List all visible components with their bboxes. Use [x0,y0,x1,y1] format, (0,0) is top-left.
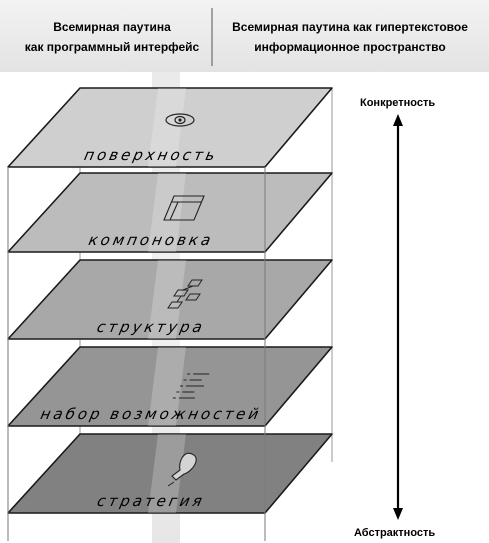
flowchart-icon [167,279,203,309]
header-band [0,0,489,72]
beam-highlight [148,434,186,513]
feature-list-icon [172,373,210,399]
layer-3: структура [7,259,333,340]
eye-icon [165,113,195,127]
header-left-line1: Всемирная паутина [53,20,171,34]
header-left-line2: как программный интерфейс [25,40,200,54]
layer-4: набор возможностей [7,346,333,427]
beam-highlight [148,260,186,339]
wireframe-icon [163,195,205,221]
layer-label: компоновка [87,231,215,249]
arrow-up-icon [393,114,403,126]
layers-group: стратегия набор возможностей структура ко… [7,87,333,514]
axis-arrow [393,114,403,520]
layer-label: набор возможностей [39,405,263,423]
layer-1: поверхность [7,87,333,168]
beam-highlight [148,347,186,426]
axis-bottom-label: Абстрактность [354,527,435,539]
beam-highlight [148,88,186,167]
header-right-line2: информационное пространство [254,40,445,54]
layer-label: стратегия [96,492,207,510]
lightbulb-icon [167,452,197,487]
header-right-line1: Всемирная паутина как гипертекстовое [232,20,468,34]
layer-2: компоновка [7,172,333,253]
arrow-down-icon [393,508,403,520]
layer-5: стратегия [7,433,333,514]
axis-top-label: Конкретность [360,97,435,109]
layer-label: структура [95,318,206,336]
layer-label: поверхность [83,146,220,164]
